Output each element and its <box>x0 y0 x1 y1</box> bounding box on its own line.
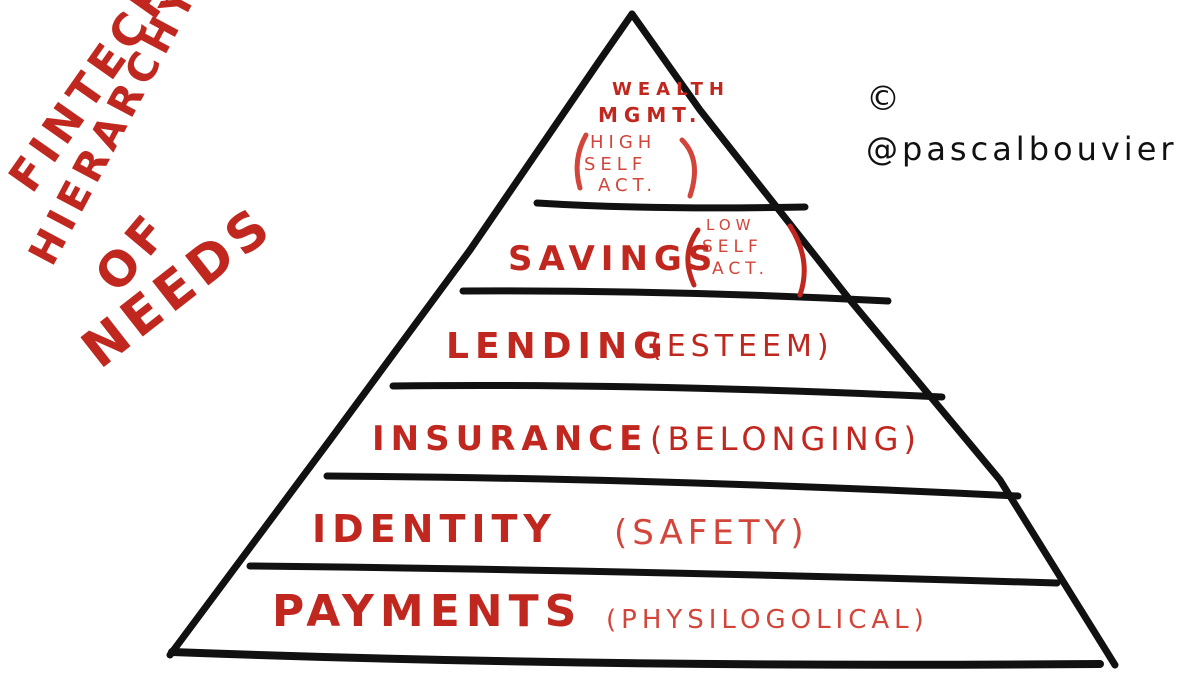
divider-3 <box>389 381 946 401</box>
tier-identity: IDENTITY (SAFETY) <box>312 507 809 553</box>
title-line-4: NEEDS <box>71 194 285 380</box>
copyright-symbol: © <box>866 79 904 119</box>
tier-lending-label: LENDING <box>446 326 669 367</box>
divider-2 <box>459 287 892 305</box>
tier-insurance-paren: (BELONGING) <box>650 420 921 458</box>
tier-identity-label: IDENTITY <box>312 507 557 551</box>
tier-lending-paren: (ESTEEM) <box>650 329 834 364</box>
divider-5 <box>246 562 1061 587</box>
divider-1 <box>533 199 809 212</box>
tier-lending: LENDING (ESTEEM) <box>446 326 834 367</box>
tier-insurance: INSURANCE (BELONGING) <box>372 419 921 459</box>
tier-identity-paren: (SAFETY) <box>614 513 809 553</box>
tier-payments-label: PAYMENTS <box>272 586 582 637</box>
tier-savings-close-paren <box>787 223 807 298</box>
tier-wealth-label: WEALTH <box>612 79 730 100</box>
tier-savings-open-paren <box>685 227 701 288</box>
tier-payments: PAYMENTS (PHYSILOGOLICAL) <box>272 586 929 637</box>
credit-group: © @pascalbouvier <box>866 79 1178 168</box>
tier-payments-paren: (PHYSILOGOLICAL) <box>606 605 929 635</box>
tier-wealth-paren-2: SELF <box>584 154 647 175</box>
tier-dividers <box>246 199 1061 587</box>
tier-wealth-paren-3: ACT. <box>598 175 657 196</box>
tier-savings-paren-3: ACT. <box>712 259 769 279</box>
divider-4 <box>323 472 1022 500</box>
tier-wealth-management: WEALTH MGMT. HIGH SELF ACT. <box>574 79 730 199</box>
tier-savings-paren-2: SELF <box>702 237 763 257</box>
author-handle: @pascalbouvier <box>866 130 1178 168</box>
tier-wealth-paren-1: HIGH <box>590 132 656 153</box>
tier-savings-label: SAVINGS <box>508 239 718 279</box>
tier-wealth-label-2: MGMT. <box>598 103 702 127</box>
tier-savings: SAVINGS LOW SELF ACT. <box>508 216 807 298</box>
pyramid-base-line <box>168 648 1104 669</box>
pyramid-left-edge <box>166 10 636 659</box>
title-group: FINTECH HIERARCHY OF NEEDS <box>0 0 285 380</box>
tier-insurance-label: INSURANCE <box>372 419 648 459</box>
tier-wealth-open-paren <box>574 132 589 191</box>
tier-wealth-close-paren <box>679 137 697 199</box>
tier-savings-paren-1: LOW <box>706 216 755 234</box>
